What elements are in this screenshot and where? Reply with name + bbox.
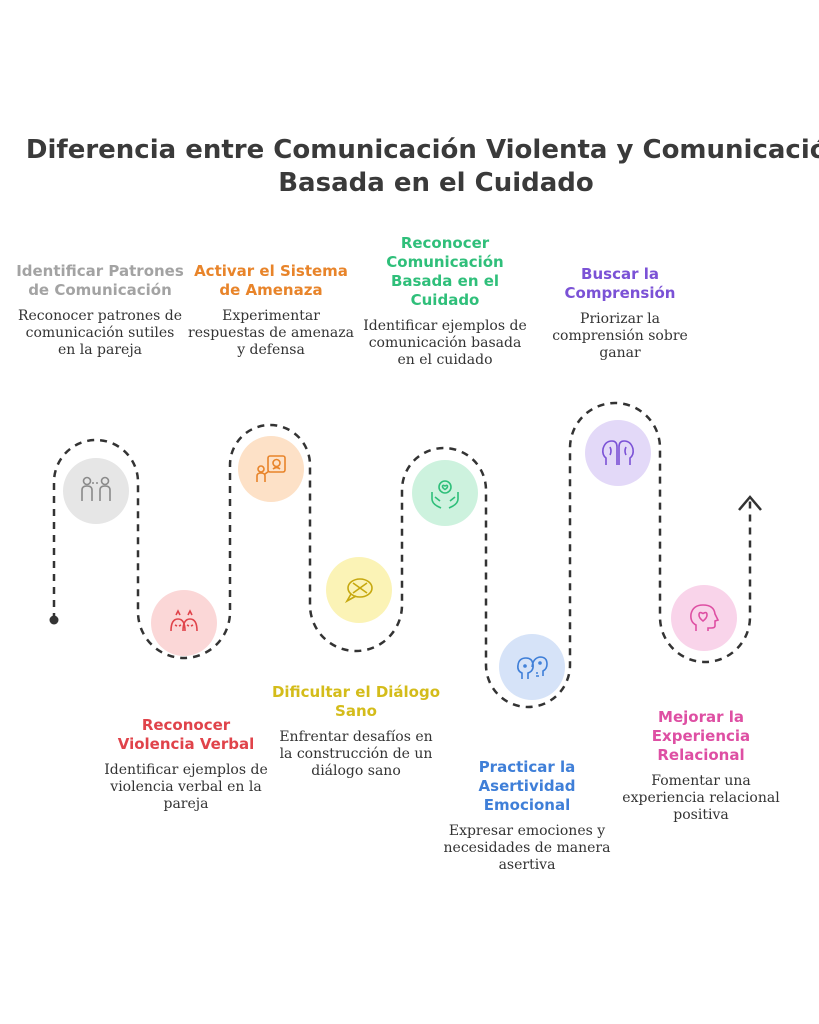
step-4-label: Dificultar el Diálogo Sano Enfrentar des…: [271, 683, 441, 780]
step-6-label: Practicar la Asertividad Emocional Expre…: [442, 758, 612, 874]
step-3-circle: [238, 436, 304, 502]
diagram-title: Diferencia entre Comunicación Violenta y…: [0, 134, 819, 200]
talking-heads-icon: [517, 656, 548, 679]
caring-hands-icon: [431, 480, 459, 509]
title-line-1: Diferencia entre Comunicación Violenta y…: [25, 135, 819, 165]
step-heading: Identificar Patrones de Comunicación: [16, 262, 184, 299]
step-8-circle: [671, 585, 737, 651]
step-8-label: Mejorar la Experiencia Relacional Foment…: [616, 708, 786, 824]
step-description: Reconocer patrones de comunicación sutil…: [17, 308, 183, 358]
step-description: Experimentar respuestas de amenaza y def…: [188, 308, 354, 358]
step-2-label: Reconocer Violencia Verbal Identificar e…: [101, 716, 271, 813]
step-6-circle: [499, 634, 565, 700]
dashed-path-line: [52, 401, 752, 709]
step-3-label: Activar el Sistema de Amenaza Experiment…: [186, 262, 356, 359]
step-heading: Reconocer Comunicación Basada en el Cuid…: [386, 234, 504, 309]
step-description: Priorizar la comprensión sobre ganar: [552, 311, 688, 361]
angry-faces-icon: [170, 609, 198, 632]
step-5-circle: [412, 460, 478, 526]
step-1-circle: [63, 458, 129, 524]
step-heading: Activar el Sistema de Amenaza: [194, 262, 348, 299]
step-heading: Buscar la Comprensión: [564, 265, 676, 302]
step-2-circle: [151, 590, 217, 656]
step-heading: Reconocer Violencia Verbal: [117, 716, 255, 753]
step-heading: Dificultar el Diálogo Sano: [271, 683, 441, 720]
step-4-circle: [326, 557, 392, 623]
title-line-2: Basada en el Cuidado: [278, 168, 594, 198]
step-description: Fomentar una experiencia relacional posi…: [622, 773, 780, 823]
understanding-heads-icon: [602, 440, 634, 465]
step-description: Identificar ejemplos de comunicación bas…: [363, 318, 527, 368]
step-heading: Practicar la Asertividad Emocional: [478, 758, 576, 814]
blocked-chat-icon: [344, 578, 373, 604]
heart-head-icon: [690, 604, 720, 631]
step-7-circle: [585, 420, 651, 486]
path-start-dot: [49, 615, 59, 625]
step-description: Identificar ejemplos de violencia verbal…: [104, 762, 268, 812]
step-5-label: Reconocer Comunicación Basada en el Cuid…: [360, 234, 530, 369]
step-1-label: Identificar Patrones de Comunicación Rec…: [15, 262, 185, 359]
step-heading: Mejorar la Experiencia Relacional: [651, 708, 751, 764]
alarm-person-icon: [256, 455, 286, 482]
step-description: Enfrentar desafíos en la construcción de…: [279, 729, 433, 779]
step-description: Expresar emociones y necesidades de mane…: [443, 823, 611, 873]
step-7-label: Buscar la Comprensión Priorizar la compr…: [535, 265, 705, 362]
couple-icon: [81, 476, 111, 501]
path-end-arrow: [738, 495, 762, 511]
